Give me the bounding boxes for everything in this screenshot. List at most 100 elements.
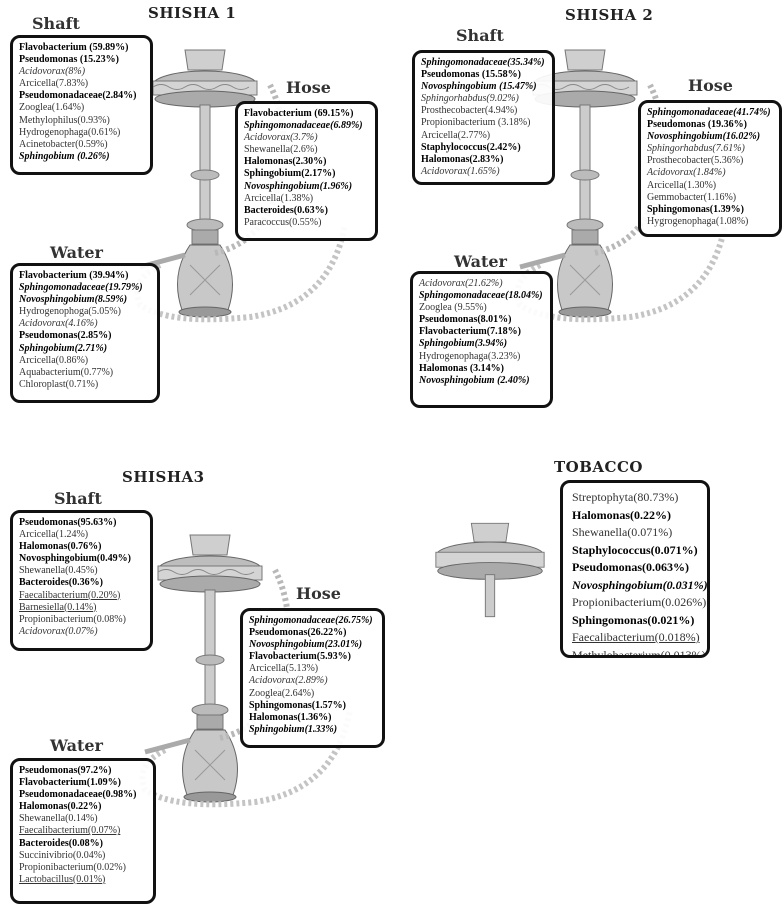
taxon-entry: Shewanella(0.071%) bbox=[572, 525, 673, 539]
taxon-entry: Lactobacillus(0.01%) bbox=[19, 873, 106, 885]
shisha3-shaft-box: Pseudomonas(95.63%)Arcicella(1.24%)Halom… bbox=[10, 510, 153, 651]
taxon-entry: Sphingomonas(1.39%) bbox=[647, 203, 744, 215]
taxon-entry: Pseudomonas (15.23%) bbox=[19, 54, 120, 66]
taxon-entry: Aquabacterium(0.77%) bbox=[19, 366, 114, 378]
taxon-entry: Sphingomonadaceae(19.79%) bbox=[19, 282, 143, 294]
taxon-entry: Acidovorax(1.65%) bbox=[421, 165, 500, 177]
taxon-entry: Sphingobium(2.17%) bbox=[244, 168, 336, 180]
shisha2-water-box: Acidovorax(21.62%)Sphingomonadaceae(18.0… bbox=[410, 271, 553, 408]
taxon-entry: Acidovorax(0.07%) bbox=[19, 625, 98, 637]
taxon-entry: Zooglea(2.64%) bbox=[249, 687, 315, 699]
taxon-entry: Faecalibacterium(0.20%) bbox=[19, 589, 121, 601]
taxon-entry: Novosphingobium(8.59%) bbox=[19, 294, 128, 306]
shisha2-shaft-box: Sphingomonadaceae(35.34%)Pseudomonas (15… bbox=[412, 50, 555, 185]
shisha2-title: SHISHA 2 bbox=[565, 6, 654, 24]
taxon-entry: Flavobacterium (39.94%) bbox=[19, 270, 129, 281]
shisha2-shaft-label: Shaft bbox=[456, 26, 504, 45]
shisha3-hose-box: Sphingomonadaceae(26.75%)Pseudomonas(26.… bbox=[240, 608, 385, 748]
taxon-entry: Barnesiella(0.14%) bbox=[19, 601, 97, 613]
taxon-entry: Flavobacterium (59.89%) bbox=[19, 42, 129, 53]
taxon-entry: Hydrogenophaga(3.23%) bbox=[419, 350, 521, 362]
taxon-entry: Propionibacterium (3.18%) bbox=[421, 117, 531, 129]
taxon-entry: Faecalibacterium(0.018%) bbox=[572, 630, 700, 644]
taxon-entry: Pseudomonas (19.36%) bbox=[647, 119, 748, 131]
taxon-entry: Acinetobacter(0.59%) bbox=[19, 138, 108, 150]
taxon-entry: Methylobacterium(0.013%) bbox=[572, 647, 706, 658]
taxon-entry: Methylophilus(0.93%) bbox=[19, 114, 110, 126]
taxon-entry: Pseudomonas(95.63%) bbox=[19, 517, 117, 528]
taxon-entry: Novosphingobium(0.49%) bbox=[19, 553, 131, 565]
taxon-entry: Propionibacterium(0.08%) bbox=[19, 613, 126, 625]
shisha3-water-box: Pseudomonas(97.2%)Flavobacterium(1.09%)P… bbox=[10, 758, 156, 904]
shisha2-hose-label: Hose bbox=[688, 76, 733, 95]
taxon-entry: Prosthecobacter(4.94%) bbox=[421, 105, 518, 117]
taxon-entry: Hydrogenophaga(0.61%) bbox=[19, 126, 121, 138]
taxon-entry: Sphingorhabdus(7.61%) bbox=[647, 143, 745, 155]
shisha3-water-label: Water bbox=[50, 736, 103, 755]
taxon-entry: Arcicella(1.24%) bbox=[19, 529, 89, 541]
taxon-entry: Streptophyta(80.73%) bbox=[572, 490, 679, 504]
taxon-entry: Novosphingobium (2.40%) bbox=[419, 374, 530, 386]
shisha1-water-box: Flavobacterium (39.94%)Sphingomonadaceae… bbox=[10, 263, 160, 403]
taxon-entry: Pseudomonas (15.58%) bbox=[421, 69, 522, 81]
taxon-entry: Novosphingobium(16.02%) bbox=[647, 131, 761, 143]
taxon-entry: Sphingobium(1.33%) bbox=[249, 723, 338, 735]
taxon-entry: Novosphingobium(1.96%) bbox=[244, 180, 353, 192]
taxon-entry: Shewanella(2.6%) bbox=[244, 144, 318, 156]
taxon-entry: Hydrogenophoga(5.05%) bbox=[19, 306, 121, 318]
taxon-entry: Bacteroides(0.36%) bbox=[19, 577, 103, 589]
taxon-entry: Propionibacterium(0.026%) bbox=[572, 595, 707, 609]
taxon-entry: Sphingomonadaceae(41.74%) bbox=[647, 107, 771, 118]
taxon-entry: Propionibacterium(0.02%) bbox=[19, 861, 126, 873]
taxon-entry: Pseudomonas(97.2%) bbox=[19, 765, 112, 776]
shisha2-hose-box: Sphingomonadaceae(41.74%)Pseudomonas (19… bbox=[638, 100, 782, 237]
taxon-entry: Halomonas(0.76%) bbox=[19, 541, 102, 553]
taxon-entry: Arcicella(0.86%) bbox=[19, 354, 89, 366]
taxon-entry: Pseudomonas(26.22%) bbox=[249, 627, 347, 639]
shisha3-title: SHISHA3 bbox=[122, 468, 205, 486]
taxon-entry: Gemmobacter(1.16%) bbox=[647, 191, 737, 203]
taxon-entry: Arcicella(5.13%) bbox=[249, 663, 319, 675]
taxon-entry: Flavobacterium (69.15%) bbox=[244, 108, 354, 119]
taxon-entry: Pseudomonas(8.01%) bbox=[419, 314, 512, 326]
taxon-entry: Pseudomonadaceae(0.98%) bbox=[19, 789, 137, 801]
taxon-entry: Pseudomonas(2.85%) bbox=[19, 330, 112, 342]
taxon-entry: Paracoccus(0.55%) bbox=[244, 216, 322, 228]
taxon-entry: Zooglea(1.64%) bbox=[19, 102, 85, 114]
taxon-entry: Chloroplast(0.71%) bbox=[19, 378, 99, 390]
taxon-entry: Flavobacterium(1.09%) bbox=[19, 777, 121, 789]
taxon-entry: Sphingomonadaceae(18.04%) bbox=[419, 290, 543, 302]
taxon-entry: Hygrogenophaga(1.08%) bbox=[647, 215, 749, 227]
taxon-entry: Novosphingobium (15.47%) bbox=[421, 81, 537, 93]
taxon-entry: Pseudomonadaceae(2.84%) bbox=[19, 90, 137, 102]
taxon-entry: Sphingomonadaceae(35.34%) bbox=[421, 57, 545, 68]
taxon-entry: Halomonas(2.30%) bbox=[244, 156, 327, 168]
taxon-entry: Sphingomonadaceae(6.89%) bbox=[244, 120, 363, 132]
shisha1-shaft-label: Shaft bbox=[32, 14, 80, 33]
taxon-entry: Sphingomonas(0.021%) bbox=[572, 612, 695, 627]
taxon-entry: Shewanella(0.14%) bbox=[19, 813, 98, 825]
taxon-entry: Arcicella(2.77%) bbox=[421, 129, 491, 141]
taxon-entry: Sphingobium (0.26%) bbox=[19, 150, 110, 162]
taxon-entry: Prosthecobacter(5.36%) bbox=[647, 155, 744, 167]
taxon-entry: Arcicella(7.83%) bbox=[19, 78, 89, 90]
taxon-entry: Sphingomonas(1.57%) bbox=[249, 699, 346, 711]
taxon-entry: Halomonas(2.83%) bbox=[421, 153, 504, 165]
shisha1-title: SHISHA 1 bbox=[148, 4, 237, 22]
taxon-entry: Acidovorax(21.62%) bbox=[419, 278, 503, 289]
taxon-entry: Pseudomonas(0.063%) bbox=[572, 560, 690, 574]
tobacco-box: Streptophyta(80.73%) Halomonas(0.22%) Shew… bbox=[560, 480, 710, 658]
taxon-entry: Sphingomonadaceae(26.75%) bbox=[249, 615, 373, 626]
taxon-entry: Bacteroides(0.08%) bbox=[19, 837, 103, 849]
taxon-entry: Halomonas(0.22%) bbox=[572, 507, 671, 522]
taxon-entry: Arcicella(1.30%) bbox=[647, 179, 717, 191]
tobacco-title: TOBACCO bbox=[554, 458, 643, 476]
shisha3-hose-label: Hose bbox=[296, 584, 341, 603]
taxon-entry: Sphingobium(2.71%) bbox=[19, 342, 108, 354]
taxon-entry: Flavobacterium(5.93%) bbox=[249, 651, 351, 663]
shisha2-water-label: Water bbox=[454, 252, 507, 271]
taxon-entry: Acidovorax(2.89%) bbox=[249, 675, 328, 687]
taxon-entry: Halomonas(0.22%) bbox=[19, 801, 102, 813]
taxon-entry: Staphylococcus(0.071%) bbox=[572, 542, 698, 557]
taxon-entry: Sphingobium(3.94%) bbox=[419, 338, 508, 350]
